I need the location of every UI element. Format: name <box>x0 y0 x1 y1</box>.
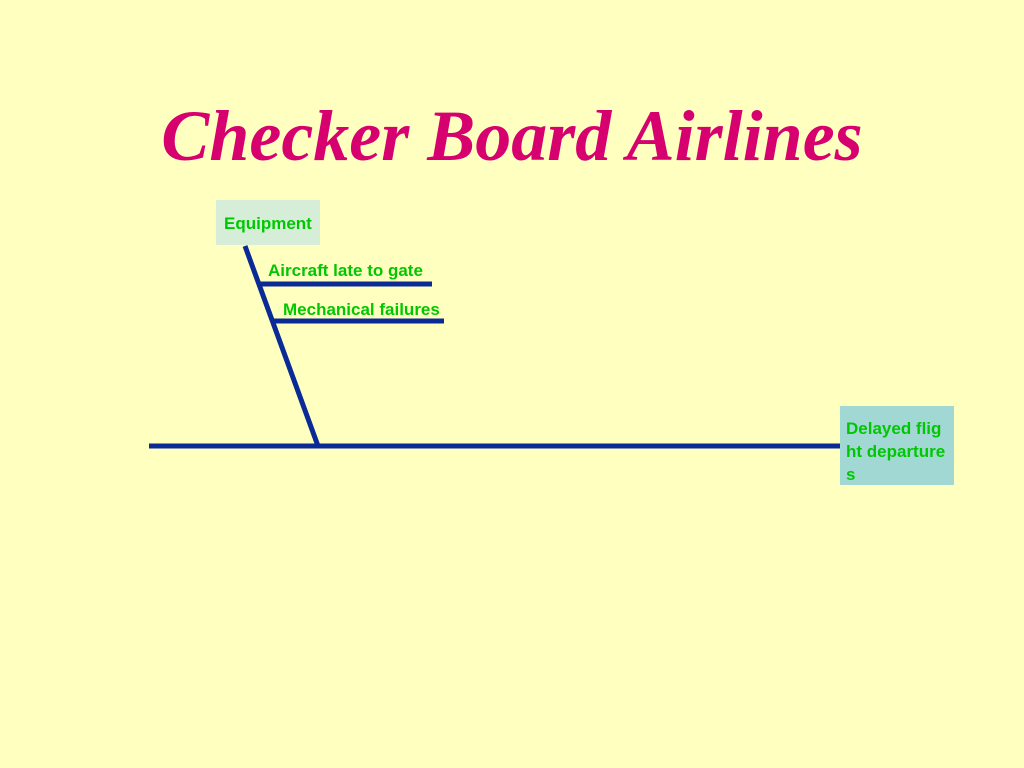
category-box <box>216 200 320 245</box>
effect-label: Delayed flight departures <box>846 419 946 484</box>
slide-title: Checker Board Airlines <box>161 96 863 176</box>
cause-label-1: Aircraft late to gate <box>268 261 423 280</box>
category-label: Equipment <box>224 214 312 233</box>
effect-box <box>840 406 954 485</box>
category-bone <box>242 245 321 447</box>
cause-label-2: Mechanical failures <box>283 300 440 319</box>
